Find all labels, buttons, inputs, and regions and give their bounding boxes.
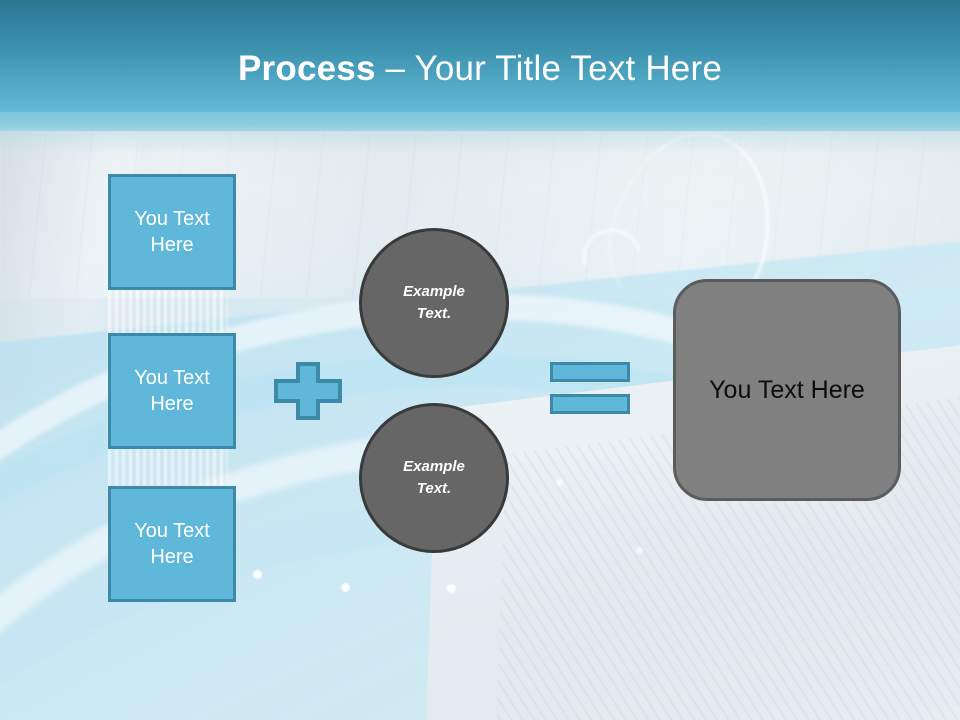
input-box-2-label: You Text Here	[134, 367, 210, 415]
equals-bar-bottom	[550, 394, 630, 414]
equals-icon	[550, 362, 630, 414]
equals-bar-top	[550, 362, 630, 382]
input-box-1[interactable]: You Text Here	[108, 174, 236, 290]
example-circle-1[interactable]: Example Text.	[359, 228, 509, 378]
background-light-dot	[636, 547, 643, 554]
header-fade	[0, 112, 960, 154]
input-box-2[interactable]: You Text Here	[108, 333, 236, 449]
example-circle-2-line1: Example	[403, 458, 465, 475]
example-circle-2-line2: Text.	[416, 480, 452, 497]
page-title-rest: – Your Title Text Here	[375, 49, 722, 88]
header-band	[0, 0, 960, 131]
input-box-1-label: You Text Here	[134, 208, 210, 256]
background-light-dot	[253, 570, 262, 579]
page-title: Process – Your Title Text Here	[0, 48, 960, 90]
input-box-3-label: You Text Here	[134, 520, 210, 568]
example-circle-2[interactable]: Example Text.	[359, 403, 509, 553]
result-box-label: You Text Here	[709, 375, 865, 404]
example-circle-1-line1: Example	[403, 283, 465, 300]
background-light-dot	[447, 584, 456, 593]
example-circle-2-label: Example Text.	[403, 456, 465, 500]
result-box[interactable]: You Text Here	[673, 279, 901, 501]
example-circle-1-label: Example Text.	[403, 281, 465, 325]
background-light-dot	[556, 479, 563, 486]
plus-icon	[274, 362, 342, 420]
input-box-3[interactable]: You Text Here	[108, 486, 236, 602]
page-title-strong: Process	[238, 49, 376, 88]
background-light-dot	[341, 583, 350, 592]
example-circle-1-line2: Text.	[416, 305, 452, 322]
